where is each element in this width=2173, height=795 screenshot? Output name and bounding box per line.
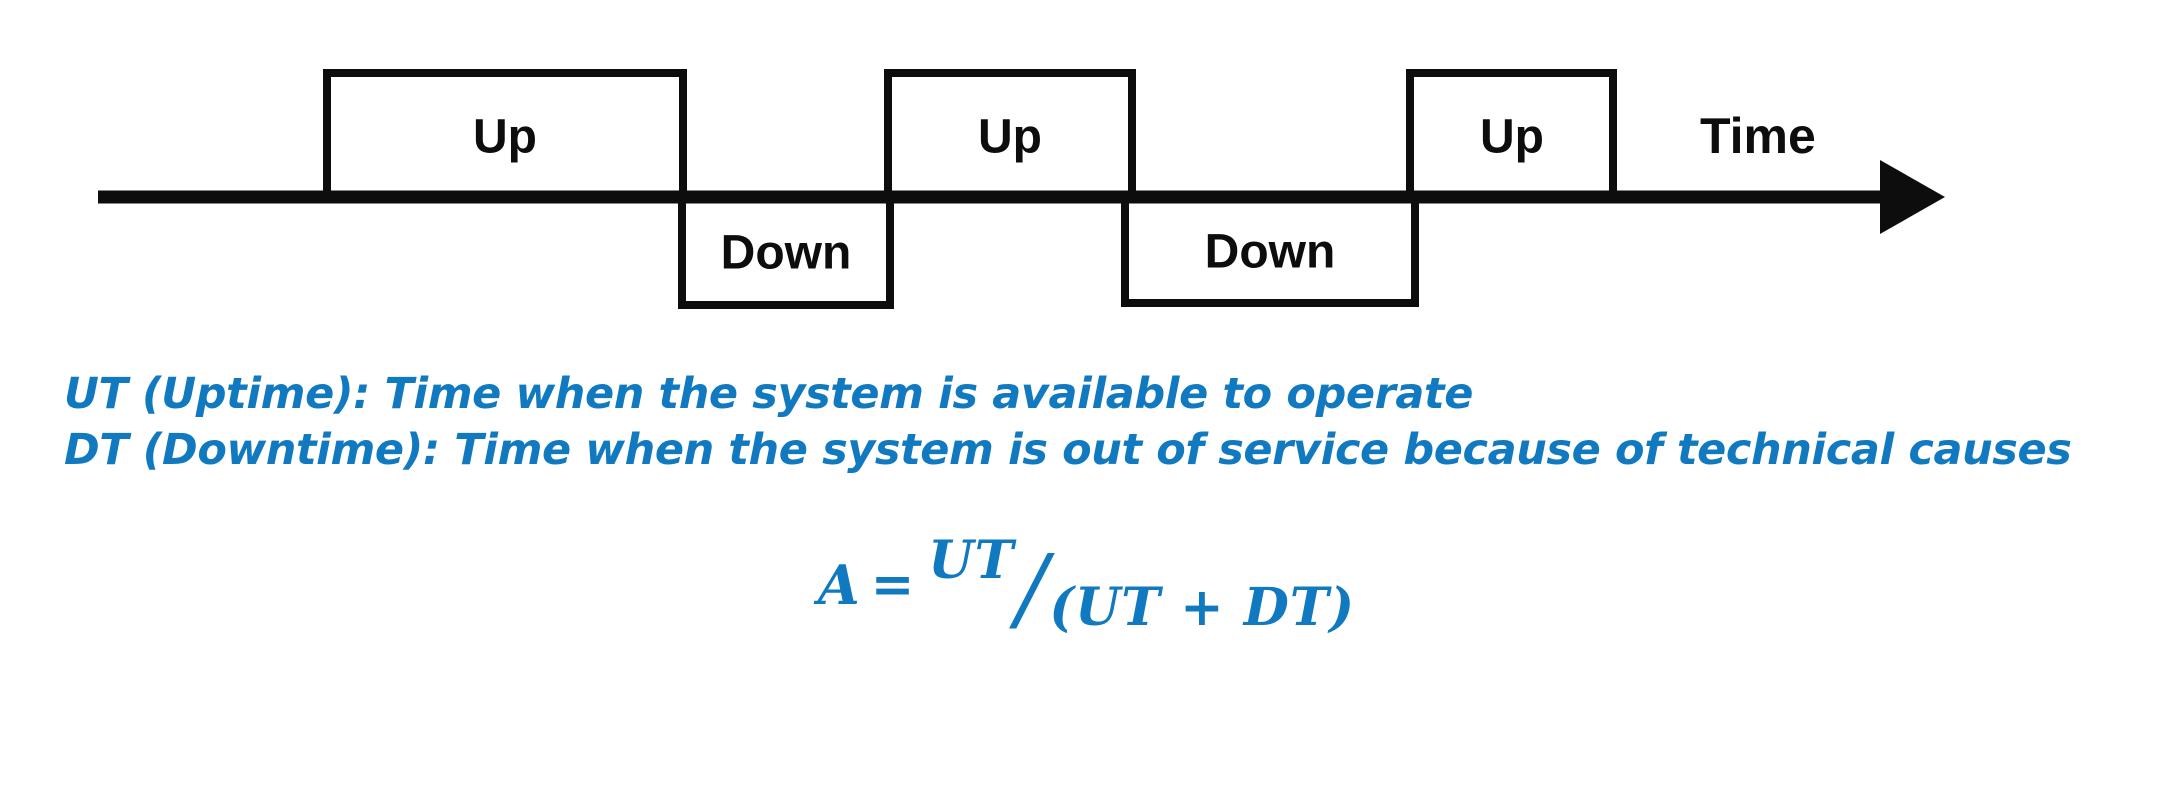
formula-slash: / [1016, 535, 1048, 642]
up-block-3-label: Up [1480, 111, 1544, 164]
formula-fraction: UT / (UT + DT) [928, 530, 1355, 638]
formula-numerator: UT [928, 530, 1015, 591]
up-block-1-label: Up [473, 111, 537, 164]
formula-equals-sign: = [870, 554, 915, 616]
formula-lhs: A [817, 552, 861, 617]
down-block-2: Down [1121, 193, 1419, 307]
formula-denominator: (UT + DT) [1049, 576, 1356, 638]
time-axis-label: Time [1700, 108, 1816, 164]
availability-formula: A = UT / (UT + DT) [0, 530, 2173, 638]
down-block-1-rect [678, 193, 894, 309]
definitions-block: UT (Uptime): Time when the system is ava… [64, 366, 2124, 478]
formula-row: A = UT / (UT + DT) [817, 530, 1355, 638]
right-arrow-head-icon [1880, 160, 1945, 234]
up-block-1: Up [323, 69, 687, 201]
down-block-2-rect [1121, 193, 1419, 307]
down-block-1: Down [678, 193, 894, 309]
timeline-svg: Up Down Up Down Up Time [98, 69, 1945, 309]
definition-downtime: DT (Downtime): Time when the system is o… [64, 425, 2072, 475]
timeline-diagram: Up Down Up Down Up Time [0, 0, 2173, 340]
up-block-3: Up [1406, 69, 1617, 201]
definition-uptime: UT (Uptime): Time when the system is ava… [64, 369, 1473, 419]
up-block-2-label: Up [978, 111, 1042, 164]
up-block-2: Up [884, 69, 1136, 201]
down-block-2-label: Down [1205, 226, 1336, 279]
down-block-1-label: Down [721, 227, 852, 280]
